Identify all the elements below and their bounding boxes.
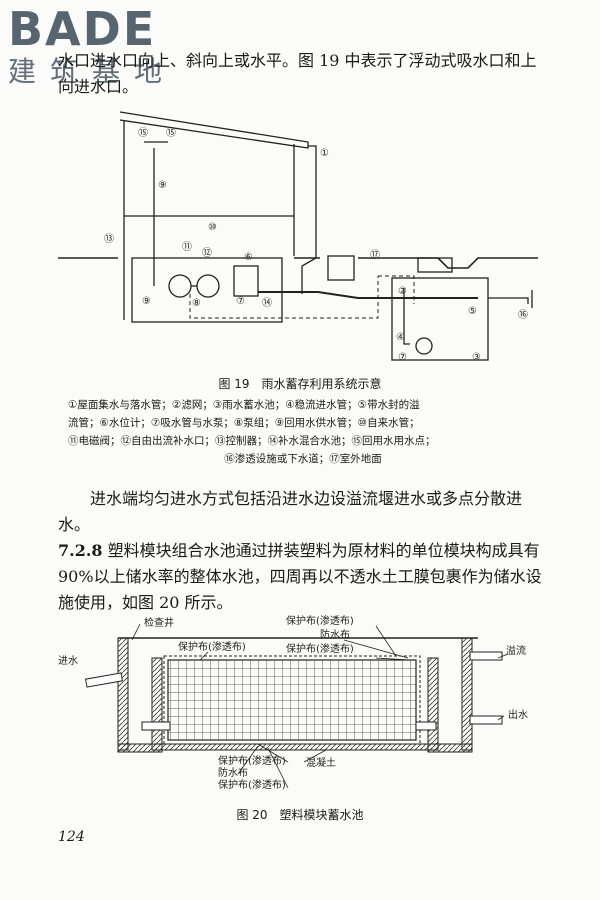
section-number: 7.2.8 xyxy=(58,541,103,560)
control-dashed-line xyxy=(189,276,379,319)
label-inlet: 进水 xyxy=(58,655,78,667)
marker-15b: ⑮ xyxy=(166,127,176,139)
figure-19-legend: ①屋面集水与落水管；②滤网；③雨水蓄水池；④稳流进水管；⑤带水封的溢 流管；⑥水… xyxy=(68,396,538,468)
page-number: 124 xyxy=(58,829,85,845)
label-protect-top-r1: 保护布(渗透布) xyxy=(286,614,354,627)
label-outlet: 出水 xyxy=(508,708,528,721)
pump-1 xyxy=(168,274,192,298)
plastic-module-block xyxy=(167,659,417,741)
marker-8: ⑧ xyxy=(192,298,201,309)
label-waterproof-bottom: 防水布 xyxy=(218,766,248,779)
label-concrete: 混凝土 xyxy=(306,756,336,769)
rain-storage-tank xyxy=(391,277,489,361)
marker-14: ⑭ xyxy=(262,297,272,309)
legend-line-3: ⑪电磁阀；⑫自由出流补水口；⑬控制器；⑭补水混合水池；⑮回用水用水点； xyxy=(68,435,436,447)
label-inspection-well: 检查井 xyxy=(144,616,174,629)
marker-3: ③ xyxy=(472,352,481,363)
concrete-base xyxy=(161,743,429,751)
figure-20-diagram: 检查井 进水 溢流 出水 保护布(渗透布) 保护布(渗透布) 防水布 保护布(渗… xyxy=(58,614,528,791)
float-pump xyxy=(415,337,433,355)
roof-outline xyxy=(119,111,309,149)
label-protect-top-left: 保护布(渗透布) xyxy=(178,640,246,653)
paragraph-intro: 水口进水口向上、斜向上或水平。图 19 中表示了浮动式吸水口和上向进水口。 xyxy=(58,51,537,96)
marker-7a: ⑦ xyxy=(236,296,245,307)
connect-pipe-left xyxy=(141,721,171,731)
label-protect-top-r2: 保护布(渗透布) xyxy=(286,642,354,655)
watermark-brand: BADE xyxy=(8,2,157,56)
marker-16: ⑯ xyxy=(518,309,528,321)
figure-19-diagram: ⑮ ⑮ ⑨ ⑬ ⑩ ⑪ ⑫ ⑥ ⑦ ⑧ ⑭ ⑨ ⑰ ① ② ⑤ ⑯ ④ ⑦ ③ xyxy=(58,111,538,363)
marker-4: ④ xyxy=(396,332,405,343)
watermark-chinese: 建筑基地 xyxy=(8,55,177,88)
legend-line-4: ⑯渗透设施或下水道；⑰室外地面 xyxy=(224,453,382,465)
marker-7b: ⑦ xyxy=(398,352,407,363)
legend-line-2: 流管；⑥水位计；⑦吸水管与水泵；⑧泵组；⑨回用水供水管；⑩自来水管； xyxy=(68,417,420,429)
label-protect-bottom-2: 保护布(渗透布) xyxy=(218,778,286,791)
label-protect-bottom-1: 保护布(渗透布) xyxy=(218,754,286,767)
marker-12: ⑫ xyxy=(202,247,212,259)
figure-20-caption: 图 20 塑料模块蓄水池 xyxy=(236,808,364,822)
marker-2: ② xyxy=(398,286,407,297)
marker-9b: ⑨ xyxy=(142,296,151,307)
overflow-pipe xyxy=(469,651,503,661)
watermark-logo: BADE 建筑基地 xyxy=(8,6,178,96)
label-waterproof-top: 防水布 xyxy=(320,628,350,641)
marker-5: ⑤ xyxy=(468,306,477,317)
marker-6: ⑥ xyxy=(244,252,253,263)
infiltration-box xyxy=(327,255,355,281)
right-well-wall xyxy=(427,657,439,751)
paragraph-7-2-8-text: 塑料模块组合水池通过拼装塑料为原材料的单位模块构成具有 90%以上储水率的整体水… xyxy=(58,541,542,612)
paragraph-inlet: 进水端均匀进水方式包括沿进水边设溢流堰进水或多点分散进水。 xyxy=(58,489,523,534)
figure-19-caption: 图 19 雨水蓄存利用系统示意 xyxy=(218,377,382,391)
connect-pipe-right xyxy=(415,721,437,731)
mixing-tank xyxy=(233,265,259,297)
paragraph-7-2-8: 7.2.8 塑料模块组合水池通过拼装塑料为原材料的单位模块构成具有 90%以上储… xyxy=(58,538,550,616)
ground-right xyxy=(358,257,538,269)
pump-2 xyxy=(196,274,220,298)
marker-9a: ⑨ xyxy=(158,180,167,191)
inlet-pipe xyxy=(84,672,124,688)
downpipe xyxy=(301,145,317,294)
main-pipe xyxy=(258,291,478,299)
marker-15a: ⑮ xyxy=(138,127,148,139)
marker-13: ⑬ xyxy=(104,233,114,245)
marker-11: ⑪ xyxy=(182,241,192,253)
label-overflow: 溢流 xyxy=(506,644,526,657)
marker-1: ① xyxy=(320,148,329,159)
outlet-pipe xyxy=(469,715,503,725)
marker-17: ⑰ xyxy=(370,249,380,261)
legend-line-1: ①屋面集水与落水管；②滤网；③雨水蓄水池；④稳流进水管；⑤带水封的溢 xyxy=(68,399,420,411)
left-well-wall xyxy=(117,637,129,751)
marker-10: ⑩ xyxy=(208,222,217,233)
inspection-well xyxy=(417,257,453,273)
tank-14-outline xyxy=(131,257,283,323)
